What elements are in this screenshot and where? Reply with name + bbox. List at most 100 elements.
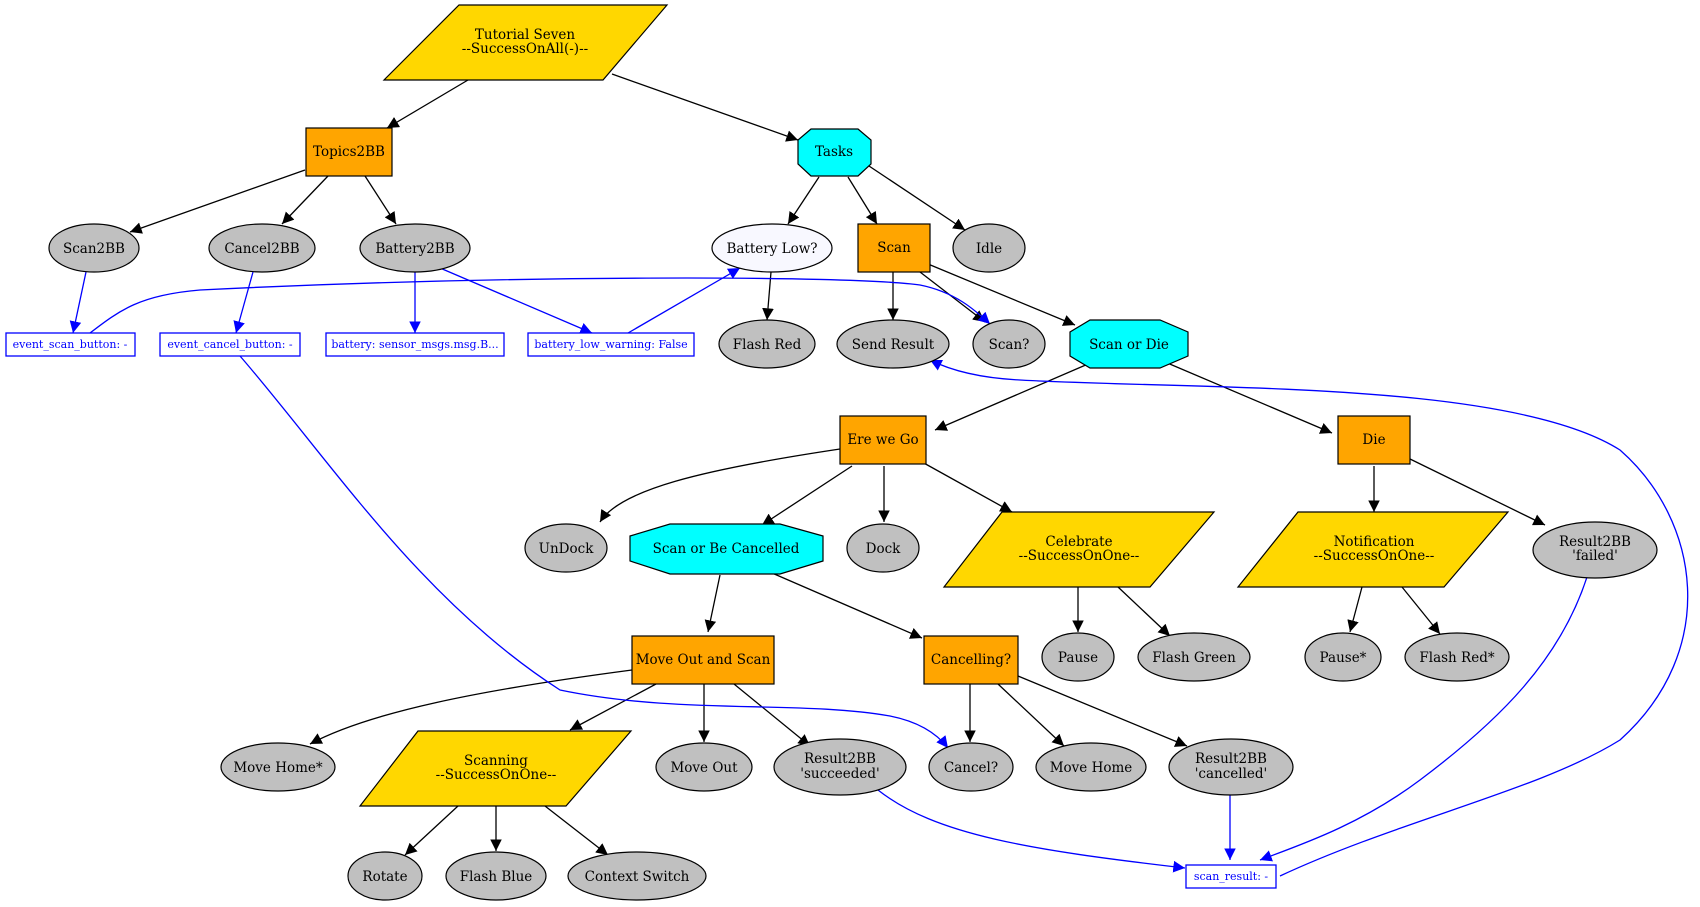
node-celebrate[interactable]: Celebrate --SuccessOnOne--	[942, 511, 1216, 588]
node-label: Pause	[1058, 650, 1098, 666]
bb-event-cancel-button[interactable]: event_cancel_button: -	[159, 332, 301, 357]
node-result2bb-failed[interactable]: Result2BB 'failed'	[1532, 521, 1658, 579]
node-notification[interactable]: Notification --SuccessOnOne--	[1236, 511, 1510, 588]
node-label: Result2BB	[804, 751, 876, 767]
node-pause-star[interactable]: Pause*	[1304, 632, 1382, 682]
edge-cancelling-resultcancelled	[1017, 675, 1188, 747]
behaviour-shape	[655, 742, 753, 792]
bb-event-scan-button[interactable]: event_scan_button: -	[5, 332, 136, 357]
node-flash-red-star[interactable]: Flash Red*	[1404, 632, 1510, 682]
selector-shape	[1069, 319, 1189, 369]
node-tutorial-seven[interactable]: Tutorial Seven --SuccessOnAll(-)--	[382, 4, 669, 81]
node-scanning[interactable]: Scanning --SuccessOnOne--	[358, 730, 633, 807]
node-context-switch[interactable]: Context Switch	[567, 851, 707, 901]
node-label: Flash Blue	[460, 869, 533, 885]
node-label: Dock	[866, 541, 902, 557]
behaviour-shape	[1168, 738, 1294, 796]
node-move-out[interactable]: Move Out	[655, 742, 753, 792]
sequence-shape	[305, 127, 393, 177]
node-label: Result2BB	[1559, 534, 1631, 550]
node-flash-green[interactable]: Flash Green	[1137, 632, 1251, 682]
node-scan-or-be-cancelled[interactable]: Scan or Be Cancelled	[629, 523, 824, 575]
node-scan[interactable]: Scan	[857, 223, 931, 273]
node-label: Context Switch	[585, 869, 690, 885]
node-result2bb-succeeded[interactable]: Result2BB 'succeeded'	[773, 738, 907, 796]
node-move-home-star[interactable]: Move Home*	[220, 742, 336, 792]
node-die[interactable]: Die	[1337, 415, 1411, 465]
node-label: Flash Red*	[1419, 650, 1494, 666]
node-label: Result2BB	[1195, 751, 1267, 767]
edge-topics2bb-battery2bb	[364, 175, 397, 225]
bb-label: event_scan_button: -	[13, 338, 128, 351]
node-sublabel: 'succeeded'	[800, 766, 879, 782]
sequence-shape	[857, 223, 931, 273]
node-cancel-q[interactable]: Cancel?	[928, 742, 1014, 792]
node-scan-q[interactable]: Scan?	[972, 319, 1046, 369]
bb-scan-result[interactable]: scan_result: -	[1185, 864, 1277, 889]
node-label: Cancel?	[944, 760, 998, 776]
behaviour-shape	[445, 851, 547, 901]
edge-moveoutandscan-movehomestar	[309, 669, 633, 745]
node-label: Scan2BB	[63, 241, 125, 257]
behaviour-shape	[1035, 742, 1147, 792]
node-label: Flash Red	[733, 337, 802, 353]
edge-root-topics2bb	[386, 79, 469, 129]
node-label: Idle	[976, 241, 1002, 257]
behaviour-shape	[220, 742, 336, 792]
node-label: Cancel2BB	[224, 241, 299, 257]
node-move-home[interactable]: Move Home	[1035, 742, 1147, 792]
edge-eventscan-scanq	[89, 277, 991, 334]
node-scan-or-die[interactable]: Scan or Die	[1069, 319, 1189, 369]
node-move-out-and-scan[interactable]: Move Out and Scan	[631, 635, 775, 685]
node-label: Battery Low?	[726, 241, 817, 257]
node-topics2bb[interactable]: Topics2BB	[305, 127, 393, 177]
bb-battery[interactable]: battery: sensor_msgs.msg.B...	[325, 332, 505, 357]
node-label: Move Out and Scan	[636, 652, 771, 668]
sequence-shape	[923, 635, 1019, 685]
node-pause[interactable]: Pause	[1041, 632, 1115, 682]
behaviour-shape	[718, 319, 816, 369]
node-rotate[interactable]: Rotate	[347, 851, 423, 901]
node-label: Cancelling?	[931, 652, 1011, 668]
selector-shape	[797, 128, 872, 177]
node-flash-blue[interactable]: Flash Blue	[445, 851, 547, 901]
parallel-shape	[942, 511, 1216, 588]
node-label: Scan or Be Cancelled	[653, 541, 800, 557]
bb-box	[527, 332, 695, 357]
node-battery2bb[interactable]: Battery2BB	[359, 223, 471, 273]
sequence-shape	[631, 635, 775, 685]
node-sublabel: 'failed'	[1572, 548, 1618, 564]
behaviour-shape	[347, 851, 423, 901]
edge-scanordie-erewego	[934, 363, 1089, 431]
node-cancelling[interactable]: Cancelling?	[923, 635, 1019, 685]
edge-notification-pausestar	[1347, 586, 1363, 633]
node-label: Move Home*	[233, 760, 323, 776]
behaviour-shape	[1532, 521, 1658, 579]
node-undock[interactable]: UnDock	[524, 523, 608, 573]
edge-moveoutandscan-scanning	[569, 683, 657, 731]
node-label: Topics2BB	[313, 144, 385, 160]
node-scan2bb[interactable]: Scan2BB	[48, 223, 140, 273]
edge-resultfailed-scanresult	[1259, 576, 1588, 862]
node-cancel2bb[interactable]: Cancel2BB	[208, 223, 316, 273]
edge-scanordie-die	[1164, 361, 1333, 434]
edge-notification-flashredstar	[1401, 586, 1441, 635]
node-dock[interactable]: Dock	[846, 523, 920, 573]
node-label: Scanning	[464, 753, 528, 769]
edge-scanresult-sendresult	[929, 359, 1689, 877]
node-battery-low[interactable]: Battery Low?	[711, 223, 833, 273]
node-flash-red[interactable]: Flash Red	[718, 319, 816, 369]
node-label: Tutorial Seven	[475, 27, 576, 43]
node-label: Tasks	[815, 144, 853, 160]
node-idle[interactable]: Idle	[952, 223, 1026, 273]
edge-cancelling-movehome	[997, 683, 1065, 747]
node-tasks[interactable]: Tasks	[797, 128, 872, 177]
bb-battery-low-warning[interactable]: battery_low_warning: False	[527, 332, 695, 357]
node-sublabel: --SuccessOnOne--	[436, 767, 557, 783]
node-result2bb-cancelled[interactable]: Result2BB 'cancelled'	[1168, 738, 1294, 796]
edge-scan2bb-eventscan	[69, 271, 87, 334]
node-send-result[interactable]: Send Result	[836, 319, 950, 369]
node-label: Move Out	[670, 760, 738, 776]
node-label: Scan or Die	[1089, 337, 1169, 353]
node-ere-we-go[interactable]: Ere we Go	[839, 415, 927, 465]
